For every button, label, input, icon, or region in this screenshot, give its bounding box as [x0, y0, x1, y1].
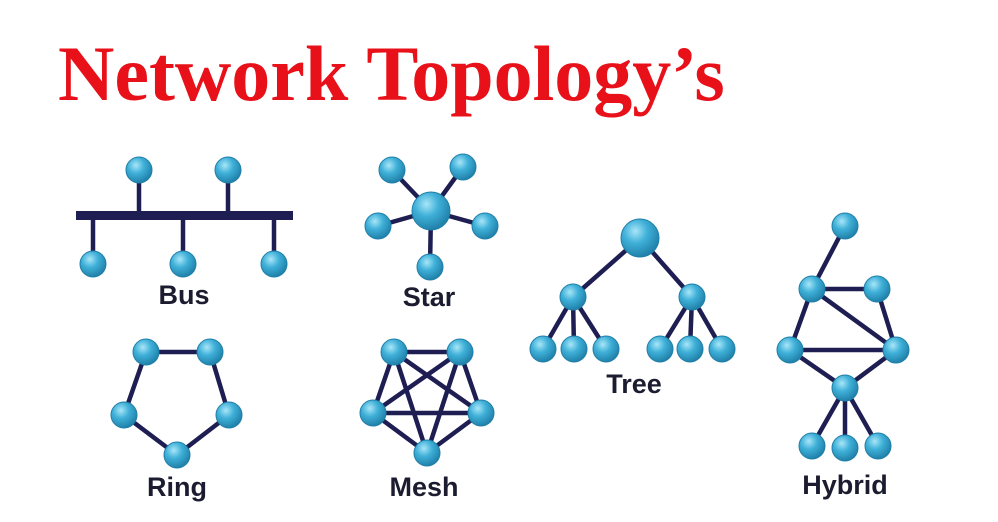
bus-backbone — [76, 211, 293, 220]
star-label: Star — [403, 282, 456, 312]
hybrid-node — [864, 432, 892, 460]
hybrid-node — [798, 432, 826, 460]
hybrid-node — [863, 275, 891, 303]
mesh-link — [370, 349, 463, 416]
ring-label: Ring — [147, 472, 207, 502]
hybrid-link — [809, 286, 899, 353]
hybrid-node — [831, 434, 859, 462]
star-node — [449, 153, 477, 181]
mesh-node — [380, 338, 408, 366]
mesh-label: Mesh — [389, 472, 458, 502]
bus-node — [214, 156, 242, 184]
tree-node — [529, 335, 557, 363]
star-node — [364, 212, 392, 240]
bus-node — [79, 250, 107, 278]
ring-node — [163, 441, 191, 469]
hybrid-node — [831, 212, 859, 240]
mesh-node — [467, 399, 495, 427]
bus-topology — [76, 156, 293, 278]
tree-label: Tree — [606, 369, 662, 399]
star-node — [378, 156, 406, 184]
tree-node — [646, 335, 674, 363]
ring-node — [132, 338, 160, 366]
bus-node — [125, 156, 153, 184]
page-title: Network Topology’s — [58, 30, 725, 117]
star-node — [416, 253, 444, 281]
star-node — [471, 212, 499, 240]
bus-node — [260, 250, 288, 278]
bus-label: Bus — [158, 280, 209, 310]
tree-node — [620, 218, 660, 258]
mesh-link — [424, 349, 463, 456]
tree-node — [592, 335, 620, 363]
bus-node — [169, 250, 197, 278]
mesh-link — [391, 349, 430, 456]
star-node — [411, 191, 451, 231]
tree-node — [559, 283, 587, 311]
ring-node — [110, 401, 138, 429]
tree-node — [708, 335, 736, 363]
tree-node — [678, 283, 706, 311]
tree-node — [560, 335, 588, 363]
mesh-node — [359, 399, 387, 427]
mesh-topology — [359, 338, 495, 467]
hybrid-node — [882, 336, 910, 364]
hybrid-node — [776, 336, 804, 364]
hybrid-node — [831, 374, 859, 402]
hybrid-topology — [776, 212, 910, 462]
mesh-node — [446, 338, 474, 366]
star-topology — [364, 153, 499, 281]
hybrid-node — [798, 275, 826, 303]
mesh-node — [413, 439, 441, 467]
ring-node — [196, 338, 224, 366]
tree-topology — [529, 218, 736, 363]
tree-node — [676, 335, 704, 363]
hybrid-label: Hybrid — [802, 470, 888, 500]
mesh-link — [391, 349, 484, 416]
ring-node — [215, 401, 243, 429]
ring-topology — [110, 338, 243, 469]
